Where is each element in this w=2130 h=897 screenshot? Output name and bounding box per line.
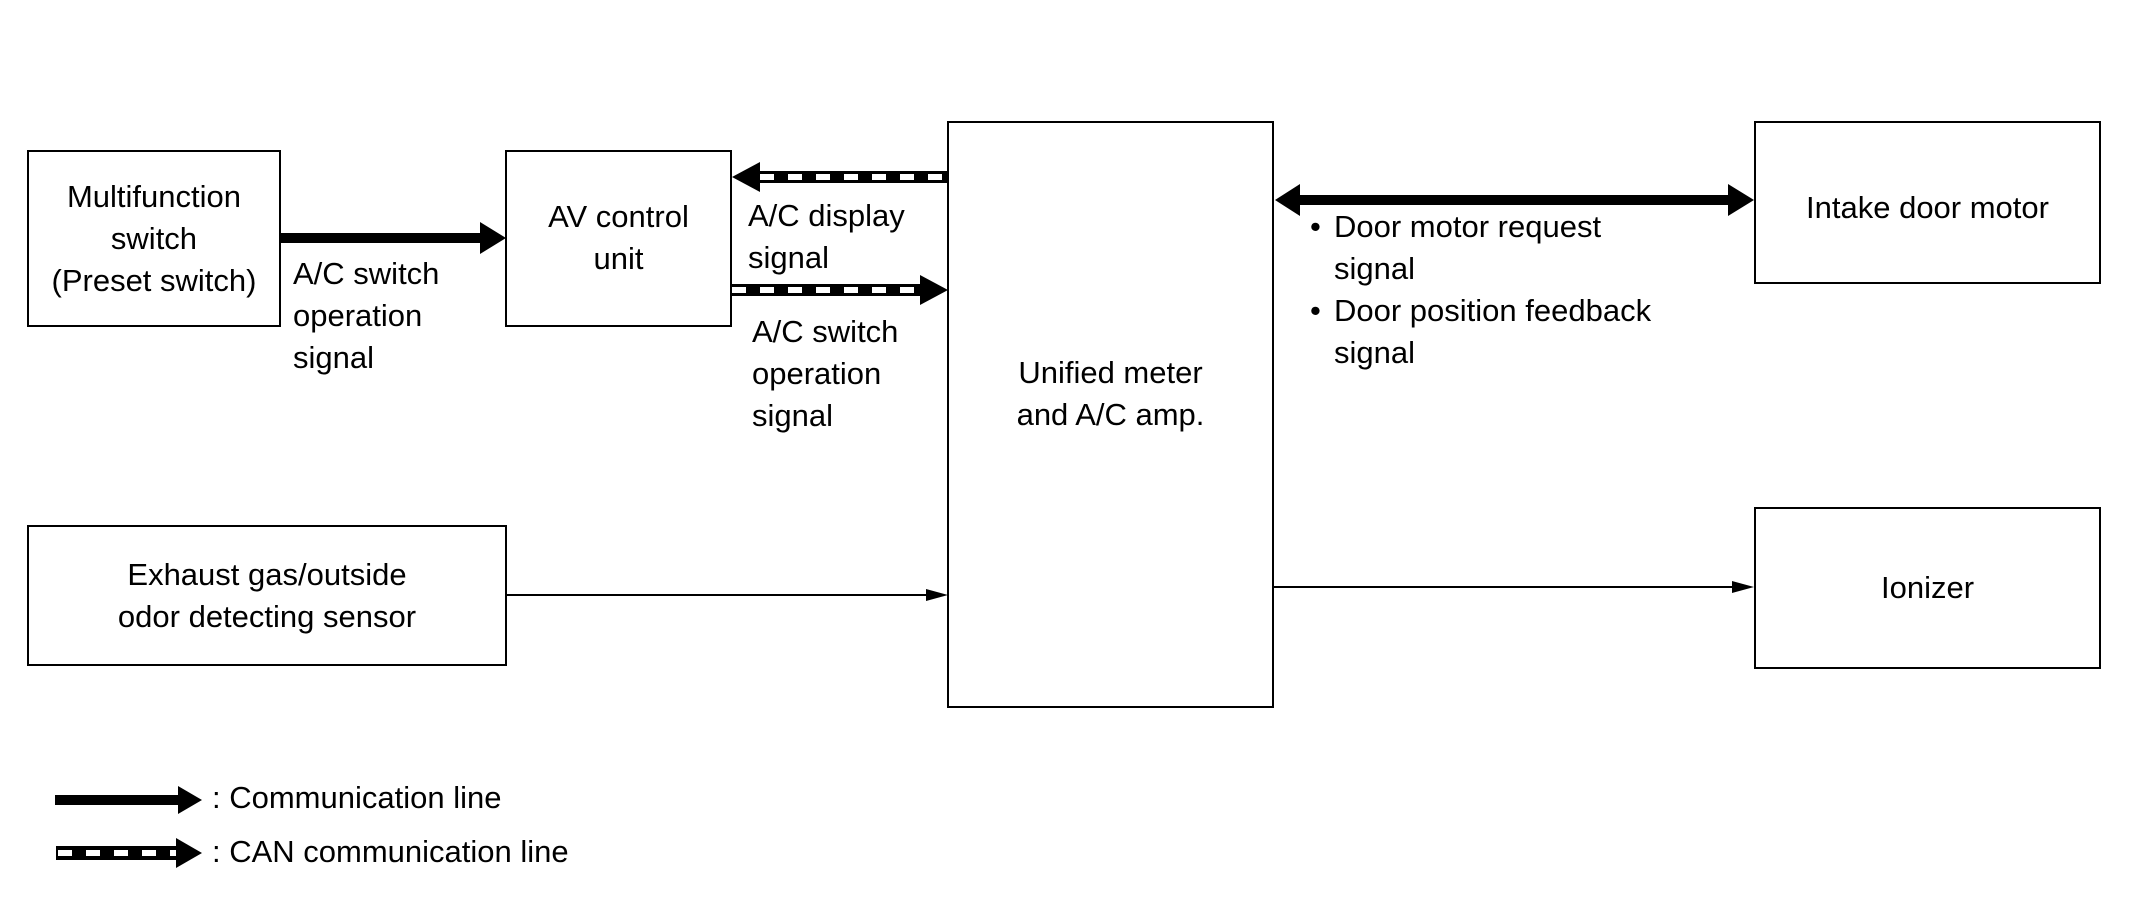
can-line-switch-arrowhead [920,275,948,305]
av-control-unit-label: AV control unit [548,199,689,276]
multifunction-switch-box: Multifunction switch (Preset switch) [27,150,281,327]
comm-line-door-motor-arrowhead-right [1728,184,1754,216]
signal-line-sensor-arrowhead [926,589,948,601]
exhaust-sensor-label: Exhaust gas/outside odor detecting senso… [117,556,417,634]
door-position-feedback-signal-label: Door position feedback signal [1334,293,1652,370]
bullet-icon: • [1310,209,1321,244]
ac-switch-operation-signal-label-2: A/C switch operation signal [752,314,899,433]
ac-display-signal-label: A/C display signal [748,198,905,275]
comm-line-door-motor-arrowhead-left [1275,184,1300,216]
legend-can-communication-line-label: : CAN communication line [212,834,569,869]
ionizer-label: Ionizer [1880,570,1975,605]
unified-meter-label: Unified meter and A/C amp. [1016,354,1205,432]
ac-switch-operation-signal-label-1: A/C switch operation signal [293,256,440,375]
comm-line-switch-to-av-arrowhead [480,222,506,254]
signal-line-ionizer-arrowhead [1732,581,1754,593]
legend-can-line-arrowhead [176,838,202,868]
intake-door-motor-box: Intake door motor [1754,121,2101,284]
bullet-icon: • [1310,293,1321,328]
legend-communication-line-label: : Communication line [212,780,502,815]
exhaust-sensor-box: Exhaust gas/outside odor detecting senso… [27,525,507,666]
unified-meter-box: Unified meter and A/C amp. [947,121,1274,708]
av-control-unit-box: AV control unit [505,150,732,327]
intake-door-motor-label: Intake door motor [1806,190,2049,225]
multifunction-switch-label: Multifunction switch (Preset switch) [51,178,257,298]
legend-comm-line-arrowhead [178,786,202,814]
can-line-display-arrowhead [732,162,760,192]
ionizer-box: Ionizer [1754,507,2101,669]
door-motor-request-signal-label: Door motor request signal [1334,209,1602,286]
